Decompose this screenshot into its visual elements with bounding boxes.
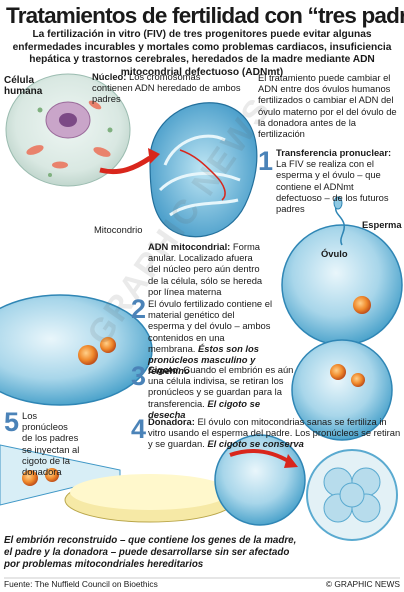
page-title: Tratamientos de fertilidad con “tres pad… xyxy=(6,3,404,28)
step3-body: Cuando el embrión es aún una célula indi… xyxy=(148,364,294,409)
step2-number: 2 xyxy=(131,294,147,324)
step4-number: 4 xyxy=(131,414,147,444)
nucleus-title: Núcleo: xyxy=(92,71,127,82)
mtdna-text: Forma anular. Localizado afuera del núcl… xyxy=(148,241,263,297)
embryo-image xyxy=(306,449,398,541)
ovum-label: Óvulo xyxy=(321,248,348,259)
step3-title: Cigoto: xyxy=(148,364,181,375)
mtdna-title: ADN mitocondrial: xyxy=(148,241,231,252)
ovum-step4-image xyxy=(291,339,393,441)
red-arrow xyxy=(99,155,152,175)
step4-emphasis: El cigoto se conserva xyxy=(207,438,304,450)
step3-number: 3 xyxy=(131,361,147,391)
step1-text: Transferencia pronuclear: La FIV se real… xyxy=(276,147,402,214)
step4-text: Donadora: El óvulo con mitocondrias sana… xyxy=(148,416,402,450)
conclusion-text: El embrión reconstruido – que contiene l… xyxy=(4,535,297,570)
mitochondrion-label: Mitocondrio xyxy=(94,224,143,235)
footer-source: Fuente: The Nuffield Council on Bioethic… xyxy=(4,579,158,589)
step4-title: Donadora: xyxy=(148,416,195,427)
nucleus-caption: Núcleo: Los cromosomas contienen ADN her… xyxy=(92,71,242,105)
step5-text: Los pronúcleos de los padres se inyectan… xyxy=(22,410,80,478)
step3-emphasis: El cigoto se desecha xyxy=(148,397,261,420)
sperm-label: Esperma xyxy=(362,219,402,230)
cell-label: Célula humana xyxy=(4,75,43,98)
step1-title: Transferencia pronuclear: xyxy=(276,147,392,158)
step4-body: El óvulo con mitocondrias sanas se ferti… xyxy=(148,416,401,450)
footer-credit: © GRAPHIC NEWS xyxy=(325,579,400,589)
step2-body: El óvulo fertilizado contiene el materia… xyxy=(148,298,273,354)
step1-body: La FIV se realiza con el esperma y el óv… xyxy=(276,158,389,215)
mitochondrion-image xyxy=(149,102,258,238)
step2-emphasis: Éstos son los pronúcleos masculino y fem… xyxy=(148,342,259,377)
mtdna-caption: ADN mitocondrial: Forma anular. Localiza… xyxy=(148,241,266,297)
intro-text: El tratamiento puede cambiar el ADN entr… xyxy=(258,72,397,140)
human-cell-image xyxy=(5,73,131,187)
step2-text: El óvulo fertilizado contiene el materia… xyxy=(148,298,273,376)
step5-number: 5 xyxy=(4,407,20,437)
ovum-step2-image xyxy=(0,294,153,406)
nucleus-text: Los cromosomas contienen ADN heredado de… xyxy=(92,71,241,105)
page-subtitle: La fertilización in vitro (FIV) de tres … xyxy=(12,29,392,78)
step1-number: 1 xyxy=(258,146,274,176)
step3-text: Cigoto: Cuando el embrión es aún una cél… xyxy=(148,364,298,420)
